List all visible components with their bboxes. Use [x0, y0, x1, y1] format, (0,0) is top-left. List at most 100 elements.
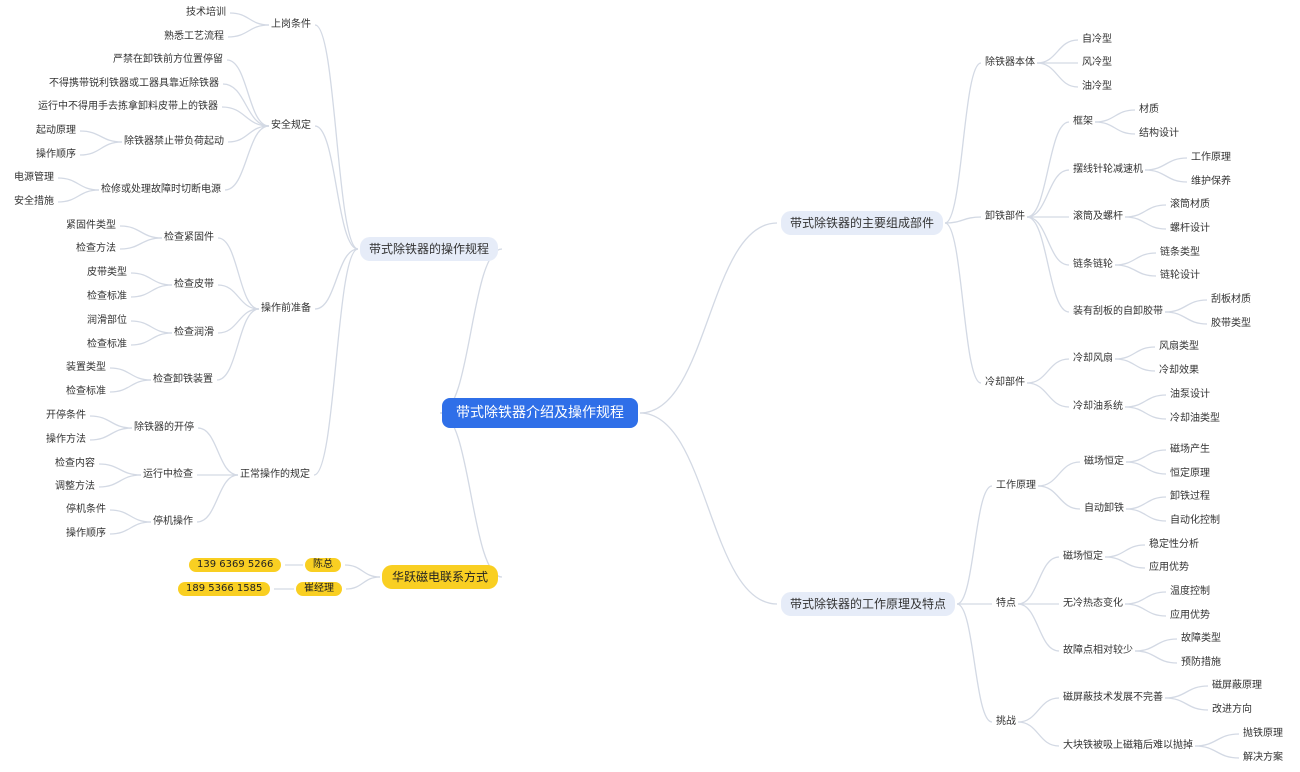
node-normal-operation[interactable]: 正常操作的规定 — [240, 469, 310, 480]
leaf-solution[interactable]: 解决方案 — [1243, 752, 1283, 763]
node-features[interactable]: 特点 — [996, 598, 1016, 609]
leaf-operation-method[interactable]: 操作方法 — [46, 434, 86, 445]
connector-line — [1026, 169, 1070, 218]
leaf-cooling-effect[interactable]: 冷却效果 — [1159, 365, 1199, 376]
contact-name-cui[interactable]: 崔经理 — [296, 582, 342, 596]
leaf-lubrication-points[interactable]: 润滑部位 — [87, 315, 127, 326]
node-large-iron-issue[interactable]: 大块铁被吸上磁箱后难以抛掉 — [1063, 740, 1193, 751]
leaf-drum-material[interactable]: 滚筒材质 — [1170, 199, 1210, 210]
leaf-fault-types[interactable]: 故障类型 — [1181, 633, 1221, 644]
leaf-field-generation[interactable]: 磁场产生 — [1170, 444, 1210, 455]
node-shielding-immature[interactable]: 磁屏蔽技术发展不完善 — [1063, 692, 1163, 703]
node-chain-sprocket[interactable]: 链条链轮 — [1073, 259, 1113, 270]
leaf-automation-control[interactable]: 自动化控制 — [1170, 515, 1220, 526]
leaf-start-stop-conditions[interactable]: 开停条件 — [46, 410, 86, 421]
leaf-no-sharp-tools[interactable]: 不得携带锐利铁器或工器具靠近除铁器 — [49, 78, 219, 89]
node-separator-body[interactable]: 除铁器本体 — [985, 57, 1035, 68]
contact-phone-cui[interactable]: 189 5366 1585 — [178, 582, 271, 596]
leaf-shielding-principle[interactable]: 磁屏蔽原理 — [1212, 680, 1262, 691]
leaf-safety-measures[interactable]: 安全措施 — [14, 196, 54, 207]
leaf-belt-types[interactable]: 胶带类型 — [1211, 318, 1251, 329]
node-pre-operation[interactable]: 操作前准备 — [261, 303, 311, 314]
node-auto-unloading[interactable]: 自动卸铁 — [1084, 503, 1124, 514]
node-cycloid-reducer[interactable]: 摆线针轮减速机 — [1073, 164, 1143, 175]
node-unloading-parts[interactable]: 卸铁部件 — [985, 211, 1025, 222]
node-cooling-fan[interactable]: 冷却风扇 — [1073, 353, 1113, 364]
leaf-technical-training[interactable]: 技术培训 — [186, 7, 226, 18]
leaf-no-standing[interactable]: 严禁在卸铁前方位置停留 — [113, 54, 223, 65]
leaf-adjust-method[interactable]: 调整方法 — [55, 481, 95, 492]
node-challenges[interactable]: 挑战 — [996, 716, 1016, 727]
node-check-lubrication[interactable]: 检查润滑 — [174, 327, 214, 338]
leaf-pump-design[interactable]: 油泵设计 — [1170, 389, 1210, 400]
connector-line — [227, 24, 270, 38]
leaf-shutdown-conditions[interactable]: 停机条件 — [66, 504, 106, 515]
node-oil-system[interactable]: 冷却油系统 — [1073, 401, 1123, 412]
branch-contact-info[interactable]: 华跃磁电联系方式 — [382, 565, 499, 589]
node-working-principle[interactable]: 工作原理 — [996, 480, 1036, 491]
leaf-maintenance[interactable]: 维护保养 — [1191, 176, 1231, 187]
node-cooling-parts[interactable]: 冷却部件 — [985, 377, 1025, 388]
contact-phone-chen[interactable]: 139 6369 5266 — [189, 558, 282, 572]
leaf-device-types[interactable]: 装置类型 — [66, 362, 106, 373]
leaf-chain-types[interactable]: 链条类型 — [1160, 247, 1200, 258]
node-check-fasteners[interactable]: 检查紧固件 — [164, 232, 214, 243]
leaf-working-principle[interactable]: 工作原理 — [1191, 152, 1231, 163]
leaf-constant-principle[interactable]: 恒定原理 — [1170, 468, 1210, 479]
leaf-no-hand-picking[interactable]: 运行中不得用手去拣拿卸料皮带上的铁器 — [38, 101, 218, 112]
node-shutdown[interactable]: 停机操作 — [153, 516, 193, 527]
node-running-check[interactable]: 运行中检查 — [143, 469, 193, 480]
node-job-requirements[interactable]: 上岗条件 — [271, 19, 311, 30]
leaf-fastener-types[interactable]: 紧固件类型 — [66, 220, 116, 231]
leaf-check-content[interactable]: 检查内容 — [55, 458, 95, 469]
leaf-structure-design[interactable]: 结构设计 — [1139, 128, 1179, 139]
root-node[interactable]: 带式除铁器介绍及操作规程 — [442, 398, 638, 428]
node-no-thermal-change[interactable]: 无冷热态变化 — [1063, 598, 1123, 609]
leaf-fan-types[interactable]: 风扇类型 — [1159, 341, 1199, 352]
node-safety-rules[interactable]: 安全规定 — [271, 120, 311, 131]
leaf-operation-order[interactable]: 操作顺序 — [66, 528, 106, 539]
leaf-oil-cooled[interactable]: 油冷型 — [1082, 81, 1112, 92]
connector-line — [344, 564, 381, 578]
leaf-check-standard[interactable]: 检查标准 — [87, 291, 127, 302]
leaf-power-management[interactable]: 电源管理 — [14, 172, 54, 183]
node-check-unloading[interactable]: 检查卸铁装置 — [153, 374, 213, 385]
leaf-temperature-control[interactable]: 温度控制 — [1170, 586, 1210, 597]
leaf-prevention[interactable]: 预防措施 — [1181, 657, 1221, 668]
contact-name-chen[interactable]: 陈总 — [305, 558, 341, 572]
node-constant-field[interactable]: 磁场恒定 — [1063, 551, 1103, 562]
node-cut-power[interactable]: 检修或处理故障时切断电源 — [101, 184, 221, 195]
leaf-throwing-principle[interactable]: 抛铁原理 — [1243, 728, 1283, 739]
leaf-oil-types[interactable]: 冷却油类型 — [1170, 413, 1220, 424]
node-no-load-start[interactable]: 除铁器禁止带负荷起动 — [124, 136, 224, 147]
leaf-check-standard[interactable]: 检查标准 — [87, 339, 127, 350]
leaf-unloading-process[interactable]: 卸铁过程 — [1170, 491, 1210, 502]
branch-principle-features[interactable]: 带式除铁器的工作原理及特点 — [781, 592, 956, 616]
leaf-process-familiarity[interactable]: 熟悉工艺流程 — [164, 31, 224, 42]
leaf-check-method[interactable]: 检查方法 — [76, 243, 116, 254]
leaf-scraper-material[interactable]: 刮板材质 — [1211, 294, 1251, 305]
connector-line — [217, 237, 260, 310]
leaf-start-principle[interactable]: 起动原理 — [36, 125, 76, 136]
leaf-material[interactable]: 材质 — [1139, 104, 1159, 115]
leaf-check-standard[interactable]: 检查标准 — [66, 386, 106, 397]
node-start-stop[interactable]: 除铁器的开停 — [134, 422, 194, 433]
leaf-air-cooled[interactable]: 风冷型 — [1082, 57, 1112, 68]
node-few-fault-points[interactable]: 故障点相对较少 — [1063, 645, 1133, 656]
leaf-screw-design[interactable]: 螺杆设计 — [1170, 223, 1210, 234]
leaf-sprocket-design[interactable]: 链轮设计 — [1160, 270, 1200, 281]
branch-main-components[interactable]: 带式除铁器的主要组成部件 — [781, 211, 944, 235]
node-check-belt[interactable]: 检查皮带 — [174, 279, 214, 290]
node-constant-field[interactable]: 磁场恒定 — [1084, 456, 1124, 467]
leaf-operation-order[interactable]: 操作顺序 — [36, 149, 76, 160]
leaf-application-advantage[interactable]: 应用优势 — [1170, 610, 1210, 621]
leaf-application-advantage[interactable]: 应用优势 — [1149, 562, 1189, 573]
node-scraper-belt[interactable]: 装有刮板的自卸胶带 — [1073, 306, 1163, 317]
branch-operating-rules[interactable]: 带式除铁器的操作规程 — [360, 237, 499, 261]
leaf-stability-analysis[interactable]: 稳定性分析 — [1149, 539, 1199, 550]
leaf-self-cooled[interactable]: 自冷型 — [1082, 34, 1112, 45]
node-frame[interactable]: 框架 — [1073, 116, 1093, 127]
leaf-improvement[interactable]: 改进方向 — [1212, 704, 1252, 715]
leaf-belt-types[interactable]: 皮带类型 — [87, 267, 127, 278]
node-drum-screw[interactable]: 滚筒及螺杆 — [1073, 211, 1123, 222]
